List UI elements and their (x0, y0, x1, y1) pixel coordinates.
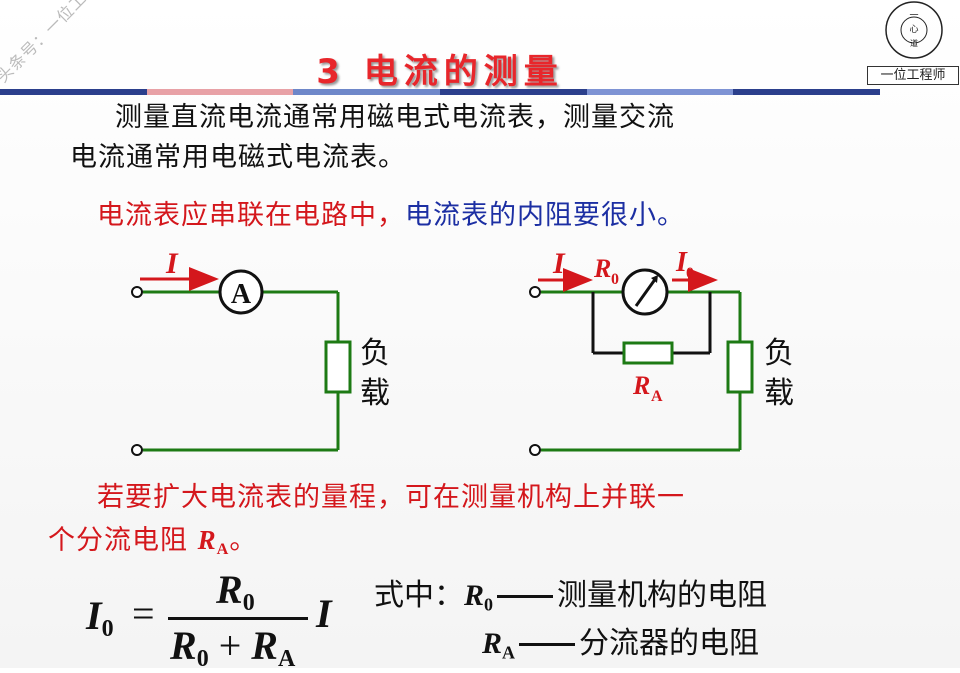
ammeter (218, 269, 264, 315)
extend-line-1: 若要扩大电流表的量程，可在测量机构上并联一 (97, 482, 685, 513)
terminal (131, 286, 143, 298)
terminal (131, 444, 143, 456)
r0-label: R (593, 254, 611, 283)
formula-numerator: R0 (216, 567, 255, 617)
ra-label: R (632, 371, 650, 400)
bar-segment (440, 89, 587, 95)
terminal (529, 286, 541, 298)
formula-denominator: R0 + RA (170, 623, 296, 673)
bar-segment (0, 89, 147, 95)
fraction-bar (168, 617, 308, 620)
formula-lhs: I0 (86, 593, 114, 643)
extend-period: 。 (229, 525, 258, 556)
i0-subscript: 0 (686, 265, 694, 282)
load-resistor (324, 340, 352, 394)
extend-line-2: 个分流电阻 RA。 (48, 520, 257, 569)
dash (497, 595, 554, 598)
bar-segment (146, 89, 294, 95)
bar-segment (293, 89, 441, 95)
formula-equals: = (132, 591, 155, 636)
extend-ra: RA (197, 525, 230, 558)
i0-label: I (675, 247, 688, 278)
intro-line-2: 电流通常用电磁式电流表。 (70, 142, 406, 173)
load-label: 载 (360, 376, 390, 411)
circuit-ammeter-shunt: I R 0 I 0 R A 负 载 (529, 247, 794, 456)
load-label: 负 (764, 336, 794, 371)
seal-text: 心 (909, 24, 918, 35)
page-title: 3 电流的测量 (316, 52, 564, 92)
title-underline-bar (0, 89, 881, 95)
bar-segment (586, 89, 734, 95)
ra-subscript: A (651, 388, 663, 405)
circuit-ammeter-series: A I 负 载 (131, 247, 390, 456)
terminal (529, 444, 541, 456)
rule-part-resistance: 电流表的内阻要很小。 (405, 200, 685, 231)
intro-line-1: 测量直流电流通常用磁电式电流表，测量交流 (115, 102, 675, 133)
current-label: I (552, 247, 566, 280)
rule-text: 电流表应串联在电路中，电流表的内阻要很小。 (97, 196, 685, 236)
extend-text: 个分流电阻 (48, 525, 198, 556)
r0-subscript: 0 (611, 271, 619, 288)
load-resistor (726, 340, 754, 394)
current-label: I (165, 247, 179, 280)
rule-part-series: 电流表应串联在电路中， (97, 200, 405, 231)
logo-seal: 一 心 道 (885, 1, 943, 59)
seal-text: 一 (909, 11, 918, 21)
load-label: 载 (764, 376, 794, 411)
seal-text: 道 (910, 38, 918, 48)
dash (519, 643, 576, 646)
shunt-resistor (622, 341, 674, 365)
bar-segment (733, 89, 881, 95)
logo-caption: 一位工程师 (867, 66, 959, 85)
circuit-diagrams: A I 负 载 I R 0 I 0 R A 负 载 (131, 247, 794, 456)
load-label: 负 (360, 336, 390, 371)
formula-tail: I (316, 591, 332, 636)
ammeter-label: A (231, 279, 252, 310)
